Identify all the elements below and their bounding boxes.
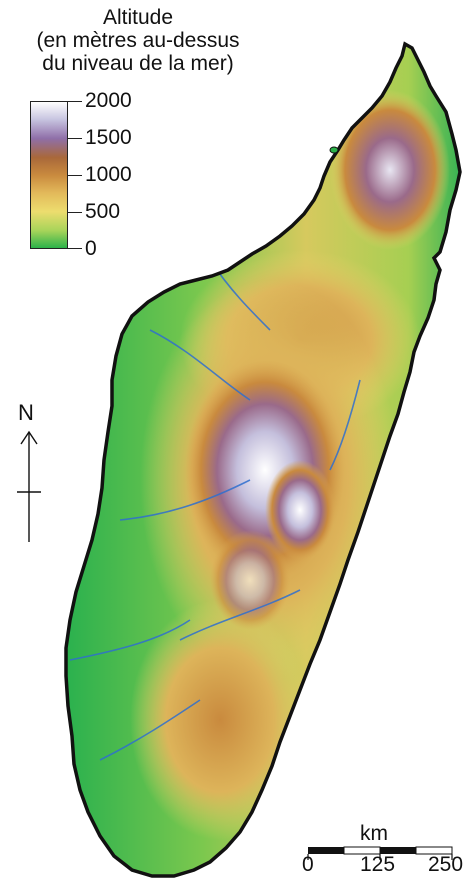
legend-title-line-1: Altitude <box>102 6 174 29</box>
legend-label-0: 0 <box>85 237 97 260</box>
legend-label-2000: 2000 <box>85 89 132 112</box>
legend-label-1000: 1000 <box>85 163 132 186</box>
north-label: N <box>18 400 34 425</box>
scale-label-125: 125 <box>360 853 396 876</box>
legend-title-line-3: du niveau de la mer) <box>42 52 234 75</box>
scale-label-0: 0 <box>302 853 314 876</box>
legend-tick-1000 <box>68 175 82 176</box>
scale-label-250: 250 <box>428 853 464 876</box>
rivers <box>69 259 361 761</box>
distance-scale-bar <box>307 846 453 860</box>
north-arrow-icon <box>17 430 41 542</box>
legend-label-1500: 1500 <box>85 126 132 149</box>
legend-tick-1500 <box>68 138 82 139</box>
scale-unit: km <box>360 822 388 845</box>
legend-label-500: 500 <box>85 200 121 223</box>
legend-title: Altitude (en mètres au-dessus du niveau … <box>0 6 276 75</box>
islet <box>329 146 339 154</box>
altitude-color-scale <box>30 101 68 249</box>
legend-title-line-2: (en mètres au-dessus <box>36 29 240 52</box>
legend-tick-0 <box>68 248 82 249</box>
legend-tick-500 <box>68 212 82 213</box>
legend-tick-2000 <box>68 101 82 102</box>
